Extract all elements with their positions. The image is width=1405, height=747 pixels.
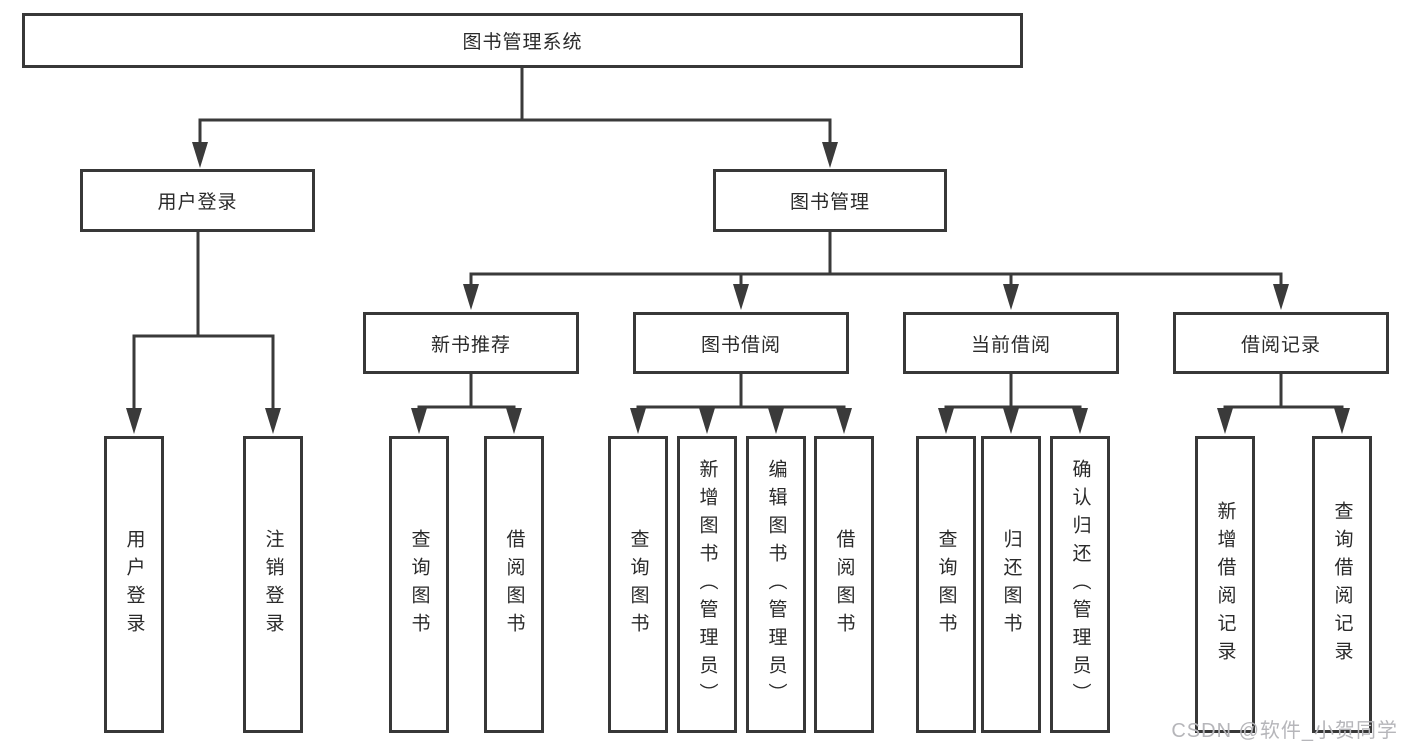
elbow-line <box>132 334 275 416</box>
node-label: 用户登录 <box>123 528 145 641</box>
arrowhead-icon <box>768 408 784 434</box>
arrowhead-icon <box>733 284 749 310</box>
arrowhead-icon <box>411 408 427 434</box>
node-leaf-edit-books-admin: 编辑图书（管理员） <box>746 436 806 733</box>
node-label: 确认归还（管理员） <box>1069 458 1091 711</box>
node-label: 借阅图书 <box>833 528 855 641</box>
arrowhead-icon <box>126 408 142 434</box>
node-leaf-query-books-3: 查询图书 <box>916 436 976 733</box>
node-label: 图书管理系统 <box>462 32 583 53</box>
node-label: 借阅记录 <box>1240 334 1321 356</box>
elbow-line <box>636 405 846 412</box>
node-library-management-system: 图书管理系统 <box>22 13 1023 68</box>
connector-recommend-to-leaves <box>411 374 522 434</box>
arrowhead-icon <box>1072 408 1088 434</box>
elbow-line <box>198 118 832 150</box>
node-current-borrowing: 当前借阅 <box>903 312 1119 374</box>
node-label: 图书管理 <box>789 192 870 213</box>
arrowhead-icon <box>1003 408 1019 434</box>
arrowhead-icon <box>463 284 479 310</box>
node-leaf-confirm-return-admin: 确认归还（管理员） <box>1050 436 1110 733</box>
arrowhead-icon <box>1334 408 1350 434</box>
node-leaf-query-books-2: 查询图书 <box>608 436 668 733</box>
connector-borrow-to-leaves <box>630 374 852 434</box>
arrowhead-icon <box>822 142 838 168</box>
node-leaf-return-books: 归还图书 <box>981 436 1041 733</box>
node-label: 图书借阅 <box>700 334 781 356</box>
node-label: 借阅图书 <box>503 528 525 641</box>
arrowhead-icon <box>1003 284 1019 310</box>
arrowhead-icon <box>836 408 852 434</box>
node-leaf-user-login: 用户登录 <box>104 436 164 733</box>
node-leaf-query-books: 查询图书 <box>389 436 449 733</box>
connector-login-to-leaves <box>126 232 281 434</box>
node-label: 查询图书 <box>408 528 430 641</box>
arrowhead-icon <box>1273 284 1289 310</box>
node-label: 当前借阅 <box>970 334 1051 356</box>
node-label: 新增借阅记录 <box>1214 500 1236 669</box>
node-leaf-borrow-books: 借阅图书 <box>484 436 544 733</box>
arrowhead-icon <box>699 408 715 434</box>
node-label: 编辑图书（管理员） <box>765 458 787 711</box>
arrowhead-icon <box>265 408 281 434</box>
node-book-borrowing: 图书借阅 <box>633 312 849 374</box>
arrowhead-icon <box>506 408 522 434</box>
arrowhead-icon <box>630 408 646 434</box>
csdn-watermark: CSDN @软件_小贺同学 <box>1171 720 1398 742</box>
node-label: 归还图书 <box>1000 528 1022 641</box>
node-leaf-query-borrow-record: 查询借阅记录 <box>1312 436 1372 733</box>
connector-mgmt-to-level3 <box>463 232 1289 310</box>
connector-root-to-level2 <box>192 68 838 168</box>
node-new-book-recommend: 新书推荐 <box>363 312 579 374</box>
arrowhead-icon <box>1217 408 1233 434</box>
elbow-line <box>1223 405 1344 412</box>
node-label: 查询图书 <box>627 528 649 641</box>
node-borrowing-records: 借阅记录 <box>1173 312 1389 374</box>
node-leaf-borrow-books-2: 借阅图书 <box>814 436 874 733</box>
arrowhead-icon <box>192 142 208 168</box>
elbow-line <box>469 272 1283 294</box>
connector-records-to-leaves <box>1217 374 1350 434</box>
node-label: 查询图书 <box>935 528 957 641</box>
node-label: 新书推荐 <box>430 334 511 356</box>
elbow-line <box>417 405 516 412</box>
node-label: 用户登录 <box>157 192 238 213</box>
node-leaf-add-books-admin: 新增图书（管理员） <box>677 436 737 733</box>
connector-current-to-leaves <box>938 374 1088 434</box>
node-label: 查询借阅记录 <box>1331 500 1353 669</box>
node-label: 新增图书（管理员） <box>696 458 718 711</box>
node-user-login-branch: 用户登录 <box>80 169 315 232</box>
node-label: 注销登录 <box>262 528 284 641</box>
node-book-management-branch: 图书管理 <box>713 169 947 232</box>
node-leaf-logout: 注销登录 <box>243 436 303 733</box>
node-leaf-add-borrow-record: 新增借阅记录 <box>1195 436 1255 733</box>
arrowhead-icon <box>938 408 954 434</box>
